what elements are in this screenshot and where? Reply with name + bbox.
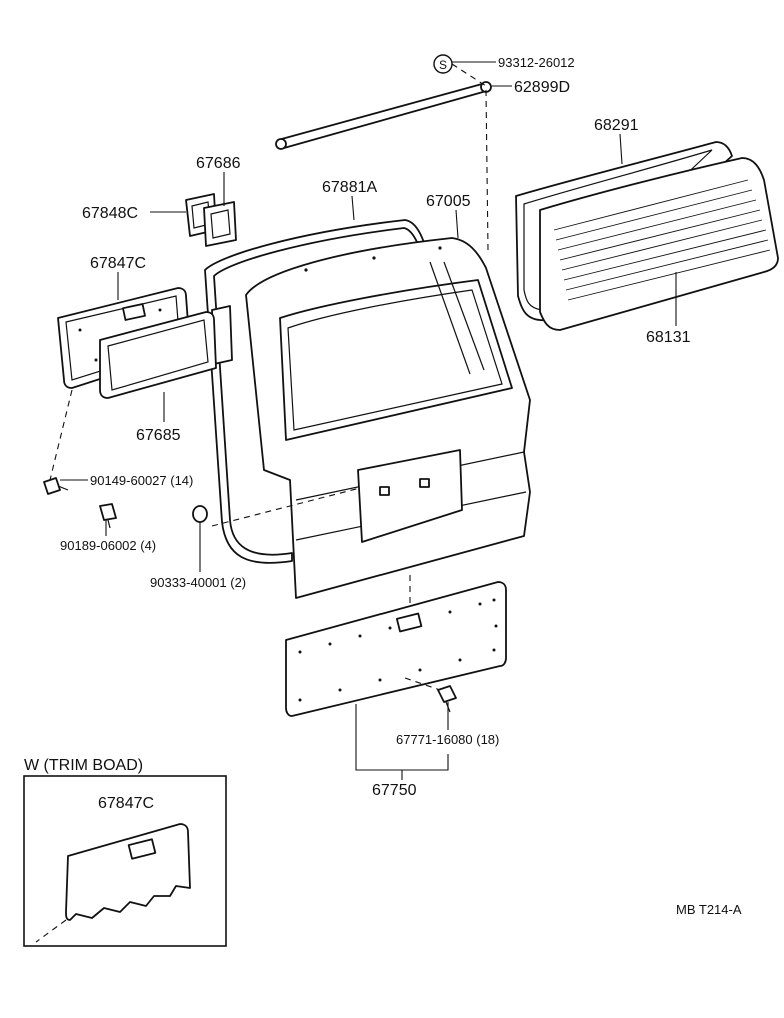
s-mark-symbol: S [433,54,453,74]
label-67881a: 67881A [322,179,377,196]
inset-trim-board: W (TRIM BOAD) 67847C [23,757,227,947]
defogger-lines [553,179,771,301]
back-window-glass [539,157,779,331]
screw-90149 [43,477,69,495]
label-68131: 68131 [646,329,691,346]
label-67685: 67685 [136,427,181,444]
license-plate-recess [357,449,463,543]
clip-90189 [99,503,117,529]
s-mark-text: S [439,58,447,72]
dashline-cushion [211,487,361,527]
door-weatherstrip [204,219,431,564]
inset-trim-panel [65,823,191,921]
handle-bezel-67686 [203,201,237,247]
label-67847c: 67847C [90,255,146,272]
dashline-stay-top [451,63,487,87]
label-67005: 67005 [426,193,471,210]
clip-67771 [437,685,457,713]
stay-rod [275,81,492,150]
label-90149-60027: 90149-60027 (14) [90,473,193,488]
dashline-stay-down [485,89,489,251]
label-90189-06002: 90189-06002 (4) [60,538,156,553]
trim-frame-67685 [99,311,217,399]
label-67771-16080: 67771-16080 (18) [396,732,499,747]
diagram-code: MB T214-A [676,902,742,917]
cushion-90333 [192,505,208,523]
door-trim-board [285,581,507,717]
inset-title: W (TRIM BOAD) [24,757,143,774]
label-90333-40001: 90333-40001 (2) [150,575,246,590]
label-67686: 67686 [196,155,241,172]
label-62899d: 62899D [514,79,570,96]
label-68291: 68291 [594,117,639,134]
label-67848c: 67848C [82,205,138,222]
inset-label-67847c: 67847C [98,795,154,812]
label-93312-26012: 93312-26012 [498,55,575,70]
plate-hole-right [419,478,430,488]
door-window-opening [279,279,513,441]
label-67750: 67750 [372,782,417,799]
plate-hole-left [379,486,390,496]
dashline-trim-screw [49,389,73,481]
